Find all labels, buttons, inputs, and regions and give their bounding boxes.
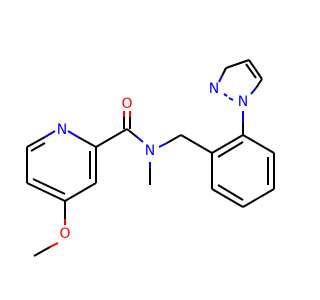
bond [26, 182, 66, 202]
bond [158, 142, 168, 148]
bond [218, 75, 223, 83]
bond [255, 78, 263, 89]
bond [33, 246, 51, 257]
molecule-canvas: N N O O N N [26, 59, 275, 257]
bond [26, 136, 46, 148]
bond [245, 63, 257, 79]
bond [32, 178, 66, 195]
bond [136, 136, 144, 143]
bond [166, 134, 182, 144]
atom-label-n-pyrazole-1: N [238, 94, 248, 110]
phenyl-ring [180, 134, 275, 208]
bond [211, 188, 244, 208]
atom-labels: N N O O N N [57, 81, 248, 242]
bond [180, 134, 213, 154]
bond [77, 136, 97, 148]
bond [95, 128, 128, 148]
amide-group [95, 111, 182, 185]
bond [64, 182, 97, 202]
bond [30, 142, 46, 152]
pyridine-ring [26, 130, 97, 202]
atom-label-n-pyrazole-2: N [209, 81, 219, 97]
bond [250, 87, 257, 95]
bond [248, 59, 263, 80]
bond [242, 134, 275, 154]
atom-label-n-pyridine: N [57, 122, 67, 138]
bond [221, 67, 227, 77]
atom-label-o-methoxy: O [59, 226, 70, 242]
bond [223, 93, 228, 97]
bond [217, 141, 244, 158]
bond [242, 188, 275, 208]
bond [228, 97, 234, 101]
pyrazole-ring [218, 59, 263, 135]
bond [49, 242, 59, 248]
bond [44, 130, 56, 138]
atom-label-o-carbonyl: O [121, 96, 132, 112]
bond [67, 130, 79, 138]
atom-label-n-amide: N [145, 143, 155, 159]
bond [225, 59, 250, 69]
bond [126, 128, 138, 138]
methoxy-group [33, 201, 66, 257]
bond [211, 134, 244, 154]
molecule-structure: N N O O N N [26, 59, 275, 257]
bond [217, 184, 244, 201]
